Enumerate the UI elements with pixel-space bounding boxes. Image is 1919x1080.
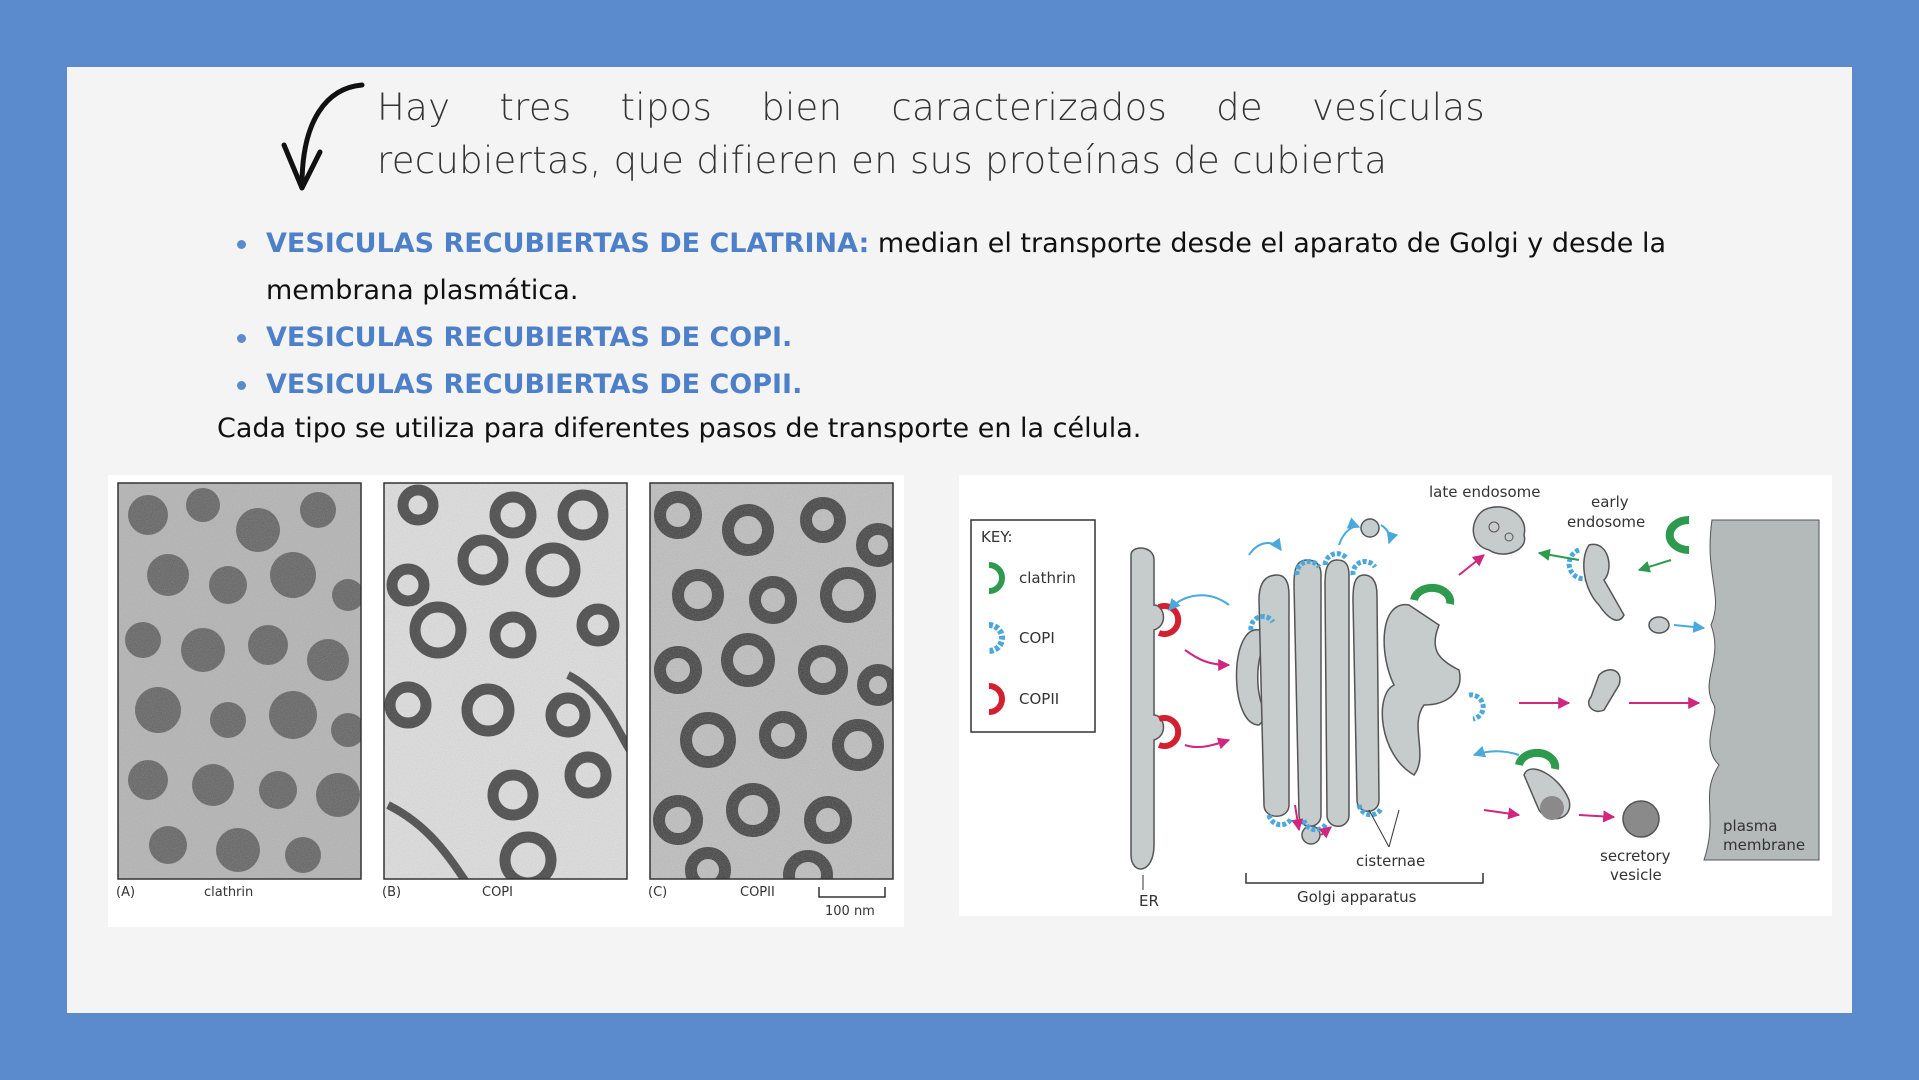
label-early-endosome-2: endosome bbox=[1567, 513, 1645, 531]
panel-letter-c: (C) bbox=[648, 885, 667, 900]
curved-arrow-icon bbox=[281, 82, 365, 191]
copii-vesicle-icon bbox=[1157, 715, 1182, 749]
bullet-heading: VESICULAS RECUBIERTAS DE COPI. bbox=[266, 322, 793, 353]
plasma-membrane bbox=[1703, 519, 1820, 861]
panel-letter-a: (A) bbox=[116, 885, 135, 900]
micrograph-panel-b bbox=[383, 482, 628, 880]
vesicle-transport-diagram: KEY: clathrin COPI COPII ER bbox=[959, 475, 1832, 916]
clathrin-coat-icon bbox=[988, 562, 1005, 594]
intro-word: vesículas bbox=[1311, 86, 1485, 129]
bullet-text: median el transporte desde el aparato de… bbox=[266, 228, 1667, 306]
endocytic-arrows bbox=[1537, 548, 1672, 573]
panel-letter-b: (B) bbox=[382, 885, 401, 900]
secretory-vesicle bbox=[1622, 800, 1660, 838]
label-secretory-2: vesicle bbox=[1610, 866, 1662, 884]
panel-label-c: COPII bbox=[740, 885, 775, 900]
copi-coats bbox=[1248, 547, 1590, 833]
scale-bar-label: 100 nm bbox=[825, 904, 875, 919]
transport-vesicle bbox=[1587, 669, 1621, 712]
clathrin-coat-icon bbox=[1410, 583, 1455, 605]
micrograph-panel-a bbox=[117, 482, 362, 880]
late-endosome bbox=[1472, 506, 1526, 555]
list-item: VESICULAS RECUBIERTAS DE COPII. bbox=[237, 361, 1737, 408]
label-golgi: Golgi apparatus bbox=[1297, 888, 1417, 906]
clathrin-coat-icon bbox=[1665, 516, 1690, 554]
intro-line-1: Hay tres tipos bien caracterizados de ve… bbox=[377, 81, 1485, 134]
diagram-svg: KEY: clathrin COPI COPII ER bbox=[970, 483, 1820, 910]
intro-word: tres bbox=[499, 86, 572, 129]
key-title: KEY: bbox=[981, 528, 1013, 546]
label-plasma-2: membrane bbox=[1723, 836, 1805, 854]
copi-coat-icon bbox=[988, 622, 1005, 654]
key-label-copii: COPII bbox=[1019, 690, 1059, 708]
intro-word: de bbox=[1216, 86, 1263, 129]
anterograde-arrows bbox=[1184, 554, 1701, 839]
golgi-bracket bbox=[1245, 873, 1484, 884]
er-membrane bbox=[1130, 547, 1165, 870]
intro-word: bien bbox=[761, 86, 843, 129]
micrograph-panel-c bbox=[649, 482, 894, 880]
label-er: ER bbox=[1139, 892, 1159, 910]
label-early-endosome-1: early bbox=[1591, 493, 1629, 511]
intro-line-2: recubiertas, que difieren en sus proteín… bbox=[377, 139, 1388, 182]
closing-sentence: Cada tipo se utiliza para diferentes pas… bbox=[217, 413, 1142, 444]
clathrin-coat-icon bbox=[1515, 748, 1560, 770]
list-item: VESICULAS RECUBIERTAS DE COPI. bbox=[237, 314, 1737, 361]
retrograde-arrows bbox=[1168, 517, 1706, 758]
micrograph-figure: (A) clathrin (B) COPI (C) COPII 100 nm bbox=[108, 475, 904, 927]
intro-word: Hay bbox=[377, 86, 451, 129]
list-item: VESICULAS RECUBIERTAS DE CLATRINA: media… bbox=[237, 220, 1737, 314]
panel-label-a: clathrin bbox=[204, 885, 253, 900]
key-label-copi: COPI bbox=[1019, 629, 1055, 647]
label-secretory-1: secretory bbox=[1600, 847, 1671, 865]
label-cisternae: cisternae bbox=[1356, 852, 1425, 870]
panel-label-b: COPI bbox=[482, 885, 513, 900]
key-label-clathrin: clathrin bbox=[1019, 569, 1076, 587]
copii-coat-icon bbox=[988, 683, 1005, 715]
slide-card: Hay tres tipos bien caracterizados de ve… bbox=[67, 67, 1852, 1013]
scale-bar bbox=[818, 887, 886, 898]
diagram-key: KEY: clathrin COPI COPII bbox=[970, 519, 1096, 733]
label-plasma-1: plasma bbox=[1723, 817, 1778, 835]
golgi-cisternae bbox=[1235, 559, 1461, 827]
vesicle-type-list: VESICULAS RECUBIERTAS DE CLATRINA: media… bbox=[237, 220, 1737, 408]
micrograph-svg: (A) clathrin (B) COPI (C) COPII 100 nm bbox=[116, 482, 894, 919]
early-endosome bbox=[1583, 543, 1625, 621]
copii-vesicle-icon bbox=[1157, 603, 1182, 637]
bullet-heading: VESICULAS RECUBIERTAS DE COPII. bbox=[266, 369, 803, 400]
intro-word: caracterizados bbox=[891, 86, 1168, 129]
intro-word: tipos bbox=[620, 86, 713, 129]
intro-text: Hay tres tipos bien caracterizados de ve… bbox=[377, 81, 1557, 187]
label-late-endosome: late endosome bbox=[1429, 483, 1541, 501]
bullet-heading: VESICULAS RECUBIERTAS DE CLATRINA: bbox=[266, 228, 870, 259]
